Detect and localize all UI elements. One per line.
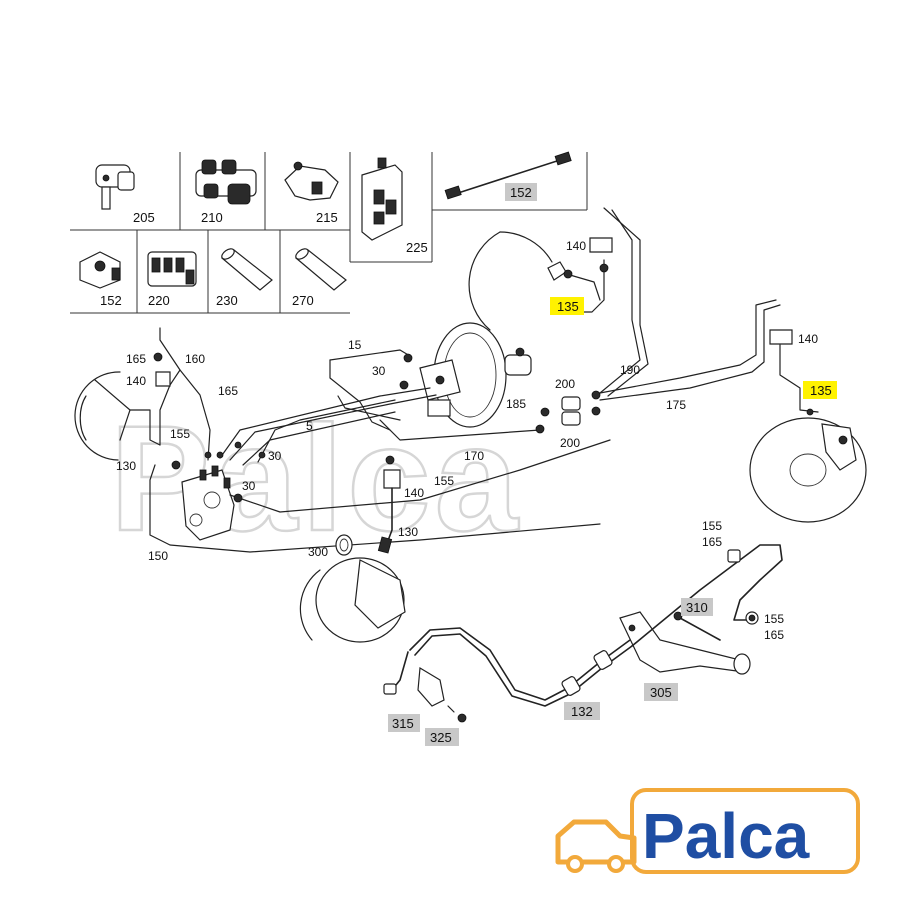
connector-200-upper — [561, 396, 581, 411]
label-165-right-top: 165 — [702, 535, 722, 549]
part-215-bracket — [284, 161, 339, 201]
part-230-clip — [147, 251, 197, 287]
part-label-205: 205 — [133, 210, 155, 225]
label-155-middle: 155 — [434, 474, 454, 488]
label-30-mid: 30 — [268, 449, 282, 463]
brake-booster — [419, 231, 567, 428]
label-155-right-top: 155 — [702, 519, 722, 533]
part-label-220: 152 — [100, 293, 122, 308]
label-175: 175 — [666, 398, 686, 412]
rear-axle-bracket — [619, 611, 751, 675]
watermark-text: Palca — [110, 394, 522, 562]
label-132: 132 — [571, 704, 593, 719]
label-155-right-bottom: 155 — [764, 612, 784, 626]
part-220-clip — [79, 251, 121, 289]
label-30-top: 30 — [372, 364, 386, 378]
label-30-bottom: 30 — [242, 479, 256, 493]
gray-tag-132 — [564, 702, 600, 720]
part-label-152: 152 — [510, 185, 532, 200]
label-300: 300 — [308, 545, 328, 559]
gray-tag-325 — [425, 728, 459, 746]
gray-tag-305 — [644, 683, 678, 701]
part-270-sleeve — [221, 248, 273, 291]
label-315: 315 — [392, 716, 414, 731]
highlight-135-right — [803, 381, 837, 399]
logo-frame — [630, 788, 860, 874]
gray-tag-315 — [388, 714, 420, 732]
label-165-right-bottom: 165 — [764, 628, 784, 642]
left-brake-disc — [74, 371, 121, 461]
bracket-140-top — [589, 237, 613, 253]
part-205-sensor — [95, 164, 135, 210]
hydraulic-unit — [181, 465, 235, 541]
label-325: 325 — [430, 730, 452, 745]
part-label-275: 270 — [292, 293, 314, 308]
label-200-bottom: 200 — [560, 436, 580, 450]
label-135-top: 135 — [557, 299, 579, 314]
part-225-holder — [361, 157, 403, 241]
part-label-230: 220 — [148, 293, 170, 308]
highlight-135-top — [550, 297, 584, 315]
part-label-215: 215 — [316, 210, 338, 225]
parts-grid: 205 210 215 225 — [70, 151, 588, 314]
label-305: 305 — [650, 685, 672, 700]
bracket-315 — [417, 666, 445, 707]
part-275-sleeve — [295, 248, 347, 291]
diagram-labels: 135 135 310 305 132 315 325 140 140 165 … — [116, 239, 837, 746]
label-150: 150 — [148, 549, 168, 563]
label-140-right: 140 — [798, 332, 818, 346]
label-190: 190 — [620, 363, 640, 377]
label-130-middle: 130 — [398, 525, 418, 539]
gray-tag-152 — [505, 183, 537, 201]
right-brake-disc — [749, 417, 867, 523]
label-310: 310 — [686, 600, 708, 615]
bracket-140-right — [769, 329, 793, 345]
logo-text: Palca — [642, 800, 810, 872]
label-15: 15 — [348, 338, 362, 352]
label-140-left: 140 — [126, 374, 146, 388]
connector-200-lower — [561, 411, 581, 426]
car-icon — [555, 819, 637, 873]
label-200-top: 200 — [555, 377, 575, 391]
bracket-140-middle — [383, 469, 401, 489]
label-170: 170 — [464, 449, 484, 463]
part-label-225: 225 — [406, 240, 428, 255]
label-155-left: 155 — [170, 427, 190, 441]
part-152-line — [444, 151, 572, 200]
label-140-middle: 140 — [404, 486, 424, 500]
label-130-left: 130 — [116, 459, 136, 473]
part-label-270: 230 — [216, 293, 238, 308]
palca-logo: Palca — [555, 788, 860, 874]
label-5: 5 — [306, 419, 313, 433]
label-185: 185 — [506, 397, 526, 411]
part-210-clip — [195, 159, 257, 205]
gray-tag-310 — [681, 598, 713, 616]
label-135-right: 135 — [810, 383, 832, 398]
label-165-mid: 165 — [218, 384, 238, 398]
label-140-top: 140 — [566, 239, 586, 253]
label-160: 160 — [185, 352, 205, 366]
label-165-left: 165 — [126, 352, 146, 366]
part-label-210: 210 — [201, 210, 223, 225]
rear-brake-disc — [299, 534, 406, 643]
